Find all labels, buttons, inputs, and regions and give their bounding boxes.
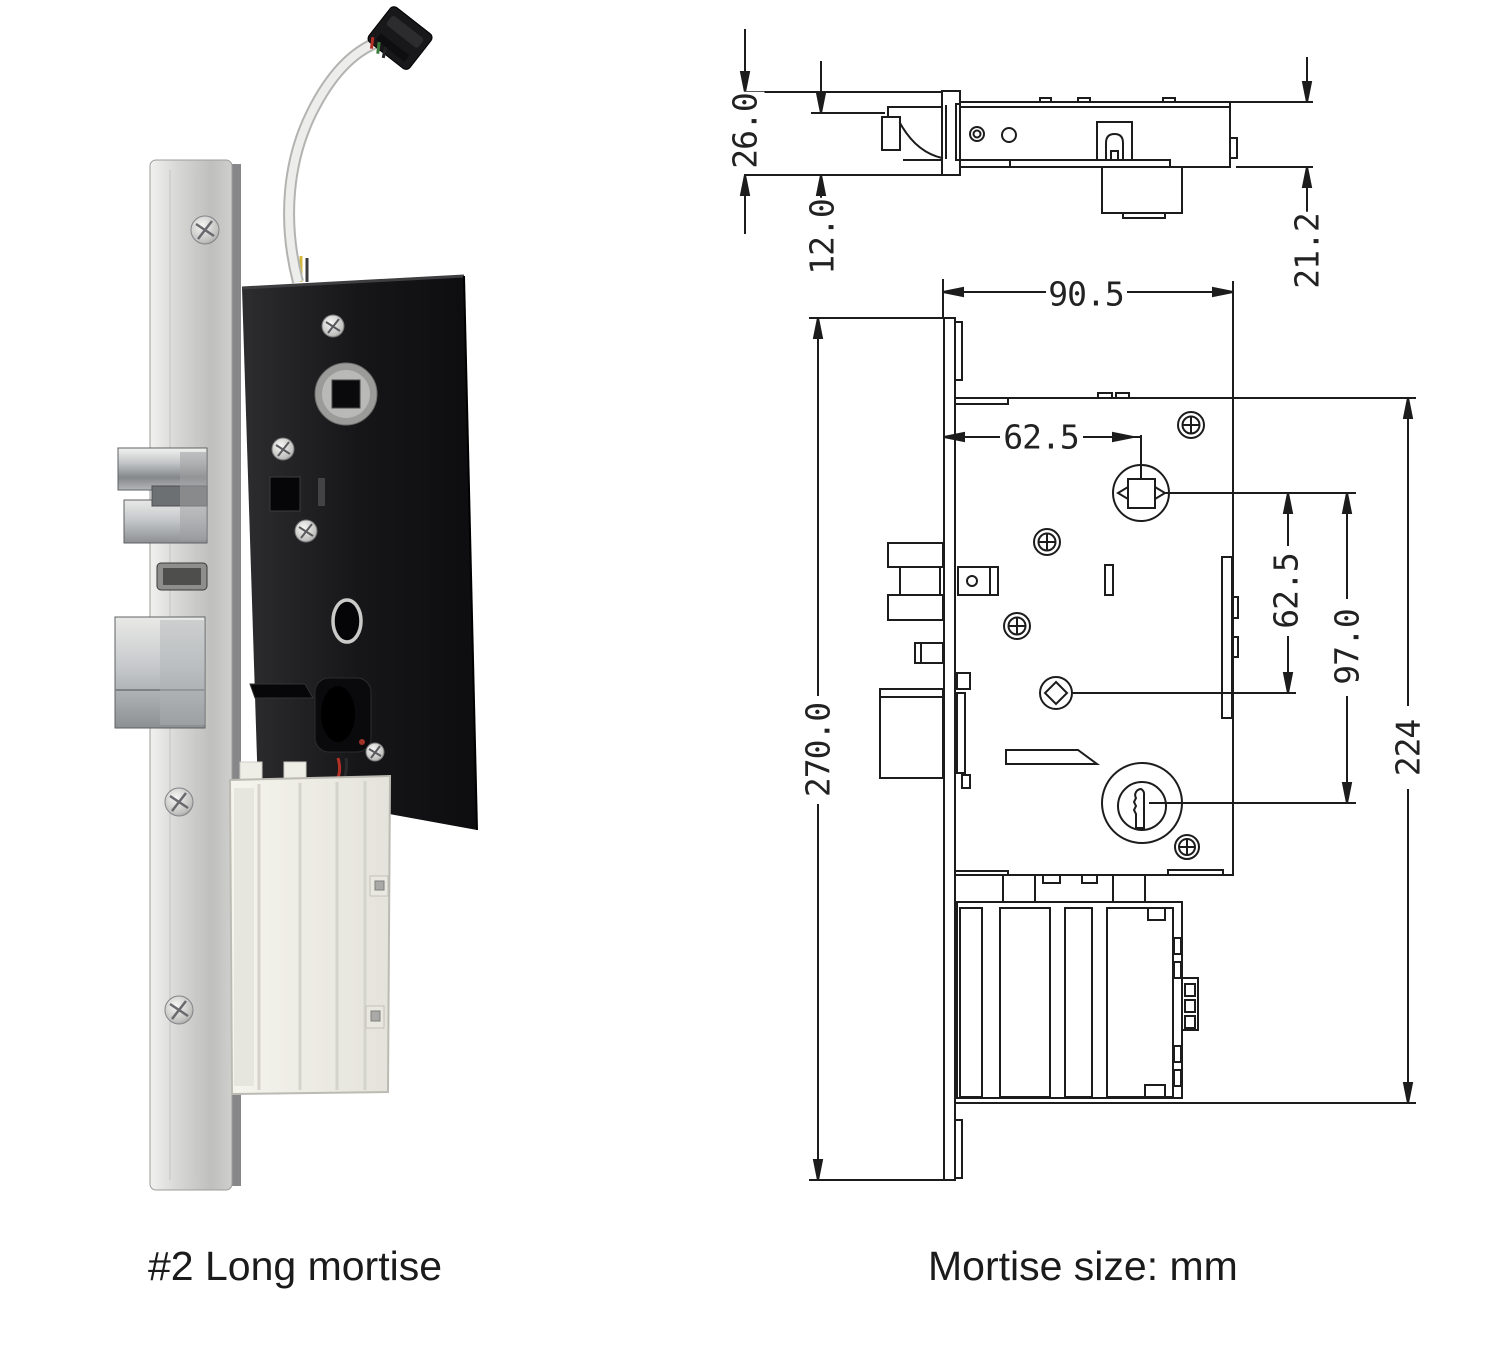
case-screw-mid1 [271,437,295,461]
faceplate-screw-bottom [164,995,194,1025]
aux-bolt-face [163,568,201,585]
faceplate-screw-top [190,215,220,245]
dim-plate-height: 270.0 [798,700,838,800]
top-view [739,29,1313,234]
dim-spindle-to-hub: 62.5 [1266,551,1306,631]
cable [285,38,380,283]
dim-backset: 62.5 [1001,417,1081,457]
case-screw-mid2 [294,519,318,543]
latch-bolt [117,447,208,544]
case-kick-slot [249,683,314,699]
latch-follower [269,476,301,512]
dim-body-thickness: 21.2 [1287,211,1327,291]
dim-body-width: 90.5 [1046,274,1126,314]
screw-symbols [1003,411,1205,860]
photo-caption: #2 Long mortise [148,1243,443,1289]
dim-spindle-to-cyl: 97.0 [1327,607,1367,687]
spindle-hub [314,362,378,426]
case-screw-top [321,314,345,338]
case-screw-bottom [365,742,385,762]
cable-connector [367,6,433,70]
mortise-dimension-drawing [739,29,1416,1181]
indicator-hole [331,598,363,644]
battery-box [228,757,392,1096]
photo-long-mortise [114,6,478,1191]
drawing-caption: Mortise size: mm [928,1243,1238,1289]
case-slot [318,478,325,506]
key-cylinder-opening [314,677,372,753]
faceplate-screw-middle [164,787,194,817]
dim-plate-to-body: 12.0 [802,197,842,277]
deadbolt [114,616,206,729]
front-view [809,279,1416,1181]
dim-plate-width: 26.0 [725,91,765,171]
dim-body-height: 224 [1388,717,1428,779]
